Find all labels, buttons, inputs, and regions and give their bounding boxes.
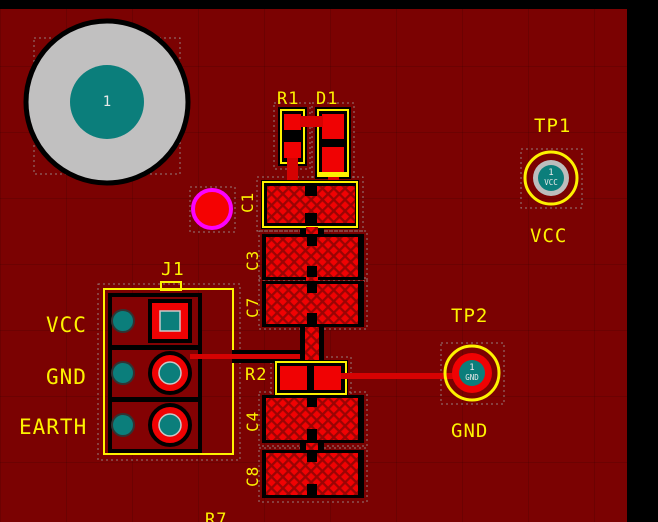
pin-label-earth[interactable]: EARTH: [19, 415, 88, 439]
designator-j1[interactable]: J1: [161, 259, 185, 280]
designator-r1[interactable]: R1: [277, 89, 300, 109]
c8-pad-2[interactable]: [317, 453, 358, 495]
r2-pad-2[interactable]: [314, 366, 341, 390]
testpoint-tp1[interactable]: [523, 150, 579, 206]
connect-c4-c8: [300, 443, 324, 453]
c8-connect: [307, 462, 317, 484]
c4-connect: [307, 407, 317, 429]
trace-r1-c1[interactable]: [287, 158, 298, 184]
c7-pad-2[interactable]: [317, 284, 358, 324]
tp1-pad-net: VCC: [544, 178, 558, 187]
c7-connect: [307, 293, 317, 313]
via-highlighted[interactable]: [191, 188, 233, 230]
r1-pad-1[interactable]: [284, 114, 301, 130]
j1-hole-1[interactable]: [111, 309, 135, 333]
tp2-pad-number: 1: [469, 363, 475, 373]
c4-pad-1[interactable]: [266, 398, 307, 440]
net-label-tp2[interactable]: GND: [451, 420, 489, 442]
c3-pad-2[interactable]: [317, 237, 358, 277]
component-r2[interactable]: [274, 360, 348, 396]
designator-r2[interactable]: R2: [245, 365, 268, 385]
c4-pad-2[interactable]: [317, 398, 358, 440]
designator-d1[interactable]: D1: [316, 89, 339, 109]
component-c3[interactable]: [262, 234, 364, 280]
component-c4[interactable]: [262, 395, 364, 443]
tp1-drill[interactable]: [538, 165, 564, 191]
trace-segment[interactable]: [190, 354, 306, 359]
d1-cathode-bar: [318, 172, 348, 177]
j1-pad-1-hole[interactable]: [159, 310, 181, 332]
j1-row-divider: [110, 397, 200, 402]
tp2-silk-ring: [443, 344, 501, 402]
connect-c1-c3: [300, 227, 324, 237]
r2-pad-1[interactable]: [280, 366, 307, 390]
frame-right: [627, 0, 658, 522]
component-c7[interactable]: [262, 281, 364, 327]
component-d1[interactable]: [315, 107, 351, 179]
c8-pad-1[interactable]: [266, 453, 307, 495]
tp2-drill[interactable]: [459, 360, 485, 386]
mounting-hole-drill[interactable]: [70, 65, 144, 139]
net-label-tp1[interactable]: VCC: [530, 225, 568, 247]
component-c1[interactable]: [261, 180, 359, 229]
mounting-hole-pad[interactable]: [23, 18, 191, 186]
j1-hole-2[interactable]: [111, 361, 135, 385]
j1-silkscreen-tab: [160, 281, 182, 291]
j1-pad-2-hole[interactable]: [158, 361, 182, 385]
c3-pad-1[interactable]: [266, 237, 307, 277]
trace-r1-d1[interactable]: [300, 116, 323, 127]
c1-pad-1[interactable]: [267, 186, 305, 223]
component-c8[interactable]: [262, 450, 364, 498]
tp2-pad-net: GND: [465, 373, 479, 382]
j1-pad-3-hole[interactable]: [158, 413, 182, 437]
testpoint-tp2[interactable]: [443, 344, 501, 402]
pin-label-gnd[interactable]: GND: [46, 365, 87, 389]
designator-tp2[interactable]: TP2: [451, 305, 489, 327]
d1-pad-2[interactable]: [322, 147, 344, 172]
c1-pad-2[interactable]: [317, 186, 355, 223]
c1-connect: [305, 196, 317, 213]
designator-c4[interactable]: C4: [243, 410, 262, 432]
mount-pad-number: 1: [102, 94, 112, 110]
designator-c7[interactable]: C7: [243, 296, 262, 318]
pin-label-vcc[interactable]: VCC: [46, 313, 87, 337]
c3-connect: [307, 246, 317, 266]
j1-row-divider: [110, 345, 200, 350]
connector-j1[interactable]: [103, 281, 234, 455]
designator-tp1[interactable]: TP1: [534, 115, 572, 137]
frame-top: [0, 0, 658, 9]
c7-pad-1[interactable]: [266, 284, 307, 324]
designator-c3[interactable]: C3: [243, 249, 262, 271]
r1-pad-2[interactable]: [284, 142, 301, 158]
designator-r7[interactable]: R7: [205, 510, 228, 522]
tp1-silk-ring: [523, 150, 579, 206]
trace-j1-to-caps[interactable]: [190, 350, 306, 363]
j1-hole-3[interactable]: [111, 413, 135, 437]
component-r1[interactable]: [278, 107, 307, 166]
designator-c8[interactable]: C8: [243, 465, 262, 487]
designator-c1[interactable]: C1: [238, 191, 257, 213]
trace-r2-tp2[interactable]: [341, 373, 461, 379]
tp1-pad-number: 1: [548, 168, 554, 178]
d1-pad-1[interactable]: [322, 114, 344, 139]
